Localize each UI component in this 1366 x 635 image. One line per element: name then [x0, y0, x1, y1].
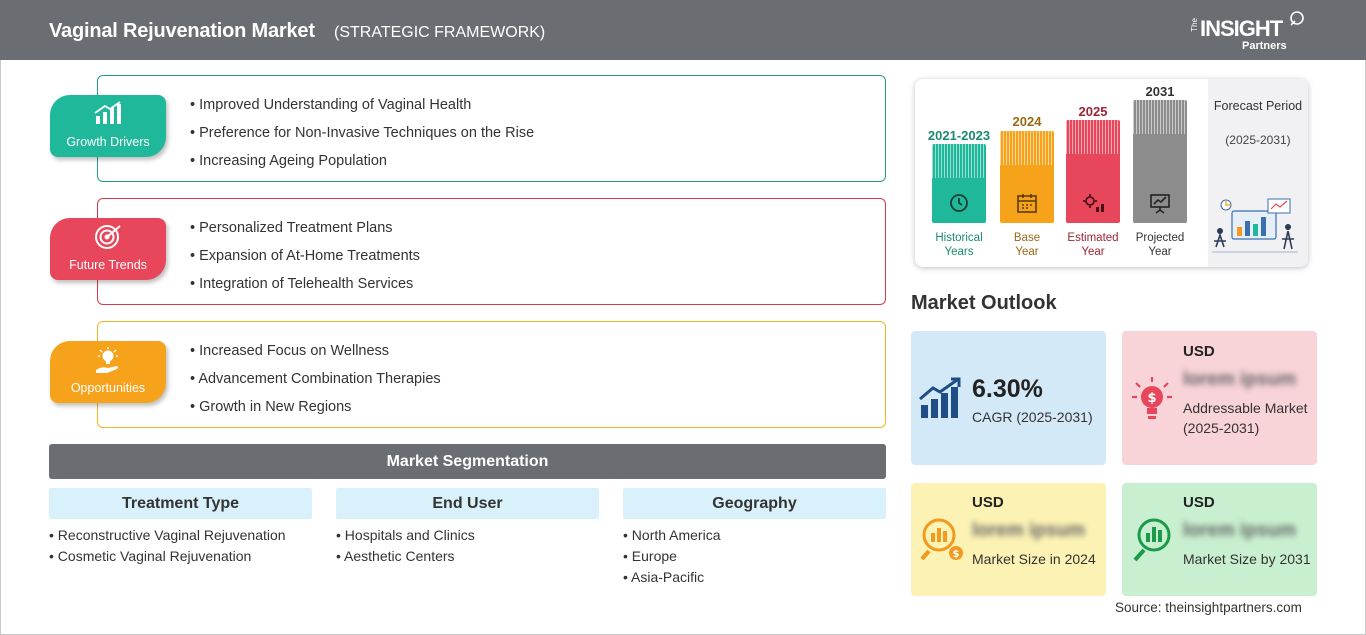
size-2024-desc: Market Size in 2024 — [972, 551, 1096, 567]
list-item: Integration of Telehealth Services — [190, 275, 420, 303]
timeline-year: 2031 — [1145, 84, 1175, 99]
segment-treatment-type: Treatment Type Reconstructive Vaginal Re… — [49, 488, 312, 568]
opportunities-box: Increased Focus on Wellness Advancement … — [97, 321, 886, 428]
segment-list: Reconstructive Vaginal Rejuvenation Cosm… — [49, 526, 312, 568]
segment-end-user: End User Hospitals and Clinics Aesthetic… — [336, 488, 599, 568]
list-item: Europe — [623, 547, 886, 568]
list-item: Increased Focus on Wellness — [190, 342, 441, 370]
market-size-2031-card: USD lorem ipsum Market Size by 2031 — [1122, 483, 1317, 596]
growth-drivers-list: Improved Understanding of Vaginal Health… — [190, 96, 534, 180]
timeline-bar-estimated — [1066, 120, 1120, 223]
growth-drivers-box: Improved Understanding of Vaginal Health… — [97, 75, 886, 182]
header-bar: Vaginal Rejuvenation Market (STRATEGIC F… — [0, 0, 1366, 60]
page-subtitle: (STRATEGIC FRAMEWORK) — [334, 24, 546, 41]
timeline-year: 2025 — [1078, 104, 1108, 119]
segment-geography: Geography North America Europe Asia-Paci… — [623, 488, 886, 589]
size-2024-usd: USD — [972, 494, 1004, 511]
segment-list: North America Europe Asia-Pacific — [623, 526, 886, 589]
cagr-card: 6.30% CAGR (2025-2031) — [911, 331, 1106, 465]
list-item: Personalized Treatment Plans — [190, 219, 420, 247]
calendar-icon — [1017, 194, 1037, 213]
market-outlook-title: Market Outlook — [911, 292, 1057, 314]
size-2031-usd: USD — [1183, 494, 1215, 511]
analytics-people-icon — [1212, 198, 1298, 253]
source-note: Source: theinsightpartners.com — [1115, 600, 1302, 615]
page-title: Vaginal Rejuvenation Market — [49, 20, 315, 42]
list-item: Expansion of At-Home Treatments — [190, 247, 420, 275]
future-trends-label: Future Trends — [69, 258, 147, 272]
list-item: Reconstructive Vaginal Rejuvenation — [49, 526, 312, 547]
company-logo[interactable]: The INSIGHT Partners — [1190, 10, 1310, 52]
list-item: Preference for Non-Invasive Techniques o… — [190, 124, 534, 152]
list-item: Cosmetic Vaginal Rejuvenation — [49, 547, 312, 568]
gear-chart-icon — [1083, 194, 1104, 212]
list-item: Aesthetic Centers — [336, 547, 599, 568]
svg-text:$: $ — [1147, 391, 1156, 406]
size-2031-desc: Market Size by 2031 — [1183, 551, 1311, 567]
timeline-year: 2024 — [1012, 114, 1042, 129]
segmentation-title: Market Segmentation — [49, 444, 886, 479]
magnifier-coins-icon: $ — [920, 518, 963, 561]
growth-chart-icon — [919, 377, 961, 418]
logo-swoosh-icon — [1290, 11, 1304, 26]
opportunities-label: Opportunities — [70, 381, 146, 395]
future-trends-badge: Future Trends — [50, 218, 166, 280]
history-clock-icon — [950, 194, 968, 212]
dollar-bulb-icon: $ — [1132, 377, 1172, 419]
list-item: Asia-Pacific — [623, 568, 886, 589]
logo-insight: INSIGHT — [1200, 16, 1283, 41]
list-item: Improved Understanding of Vaginal Health — [190, 96, 534, 124]
segment-list: Hospitals and Clinics Aesthetic Centers — [336, 526, 599, 568]
segment-head: Treatment Type — [49, 488, 312, 519]
market-size-2024-card: $ USD lorem ipsum Market Size in 2024 — [911, 483, 1106, 596]
target-icon — [95, 225, 121, 249]
growth-chart-icon — [94, 101, 121, 124]
cagr-value: 6.30% — [972, 375, 1043, 403]
forecast-period: (2025-2031) — [1225, 133, 1291, 147]
timeline-bar-base — [1000, 131, 1054, 223]
timeline-bar-projected — [1133, 100, 1187, 223]
future-trends-list: Personalized Treatment Plans Expansion o… — [190, 219, 420, 303]
future-trends-box: Personalized Treatment Plans Expansion o… — [97, 198, 886, 305]
size-2024-value: lorem ipsum — [972, 520, 1085, 541]
growth-drivers-badge: Growth Drivers — [50, 95, 166, 157]
cagr-label: CAGR (2025-2031) — [972, 409, 1093, 425]
growth-drivers-label: Growth Drivers — [66, 135, 150, 149]
logo-partners: Partners — [1242, 40, 1287, 52]
list-item: Hospitals and Clinics — [336, 526, 599, 547]
opportunities-badge: Opportunities — [50, 341, 166, 403]
addressable-market-card: $ USD lorem ipsum Addressable Market (20… — [1122, 331, 1317, 465]
segment-head: End User — [336, 488, 599, 519]
list-item: North America — [623, 526, 886, 547]
forecast-title: Forecast Period — [1213, 99, 1303, 113]
list-item: Advancement Combination Therapies — [190, 370, 440, 398]
timeline-bar-historical — [932, 144, 986, 223]
lightbulb-hand-icon — [96, 347, 118, 373]
timeline-year: 2021-2023 — [927, 128, 991, 143]
presentation-icon — [1150, 194, 1170, 214]
magnifier-chart-icon — [1133, 518, 1171, 562]
svg-text:$: $ — [953, 549, 960, 560]
opportunities-list: Increased Focus on Wellness Advancement … — [190, 342, 441, 426]
addressable-desc: Addressable Market (2025-2031) — [1183, 400, 1308, 436]
logo-the: The — [1190, 18, 1199, 32]
size-2031-value: lorem ipsum — [1183, 520, 1296, 541]
segment-head: Geography — [623, 488, 886, 519]
addressable-value: lorem ipsum — [1183, 369, 1296, 390]
list-item: Growth in New Regions — [190, 398, 441, 426]
addressable-usd: USD — [1183, 343, 1215, 360]
list-item: Increasing Ageing Population — [190, 152, 534, 180]
